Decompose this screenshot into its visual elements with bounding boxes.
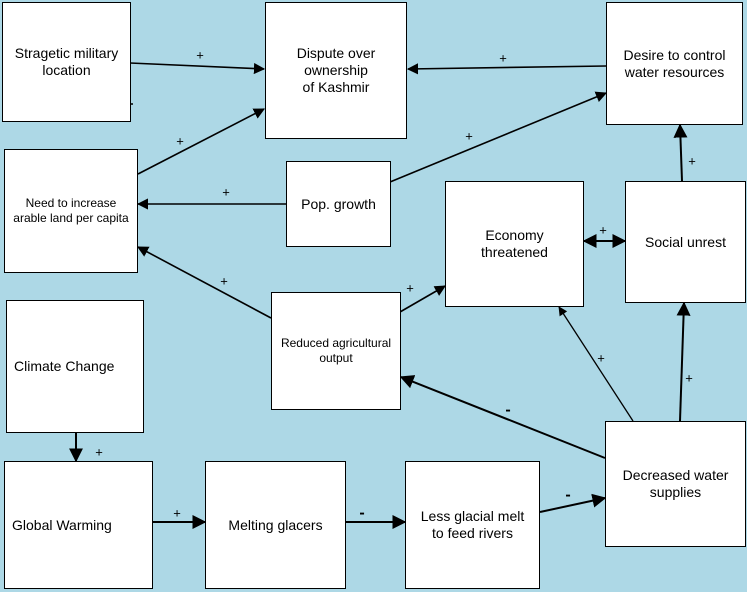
node-social-unrest: Social unrest bbox=[625, 181, 746, 303]
arrow-need-to-dispute bbox=[137, 108, 265, 175]
sign-global-melting: + bbox=[173, 505, 181, 521]
node-global-warming: Global Warming bbox=[4, 461, 153, 589]
sign-pop-desire: + bbox=[465, 128, 473, 144]
node-less-glacial-melt: Less glacial melt to feed rivers bbox=[405, 461, 540, 589]
sign-climate-global: + bbox=[95, 444, 103, 460]
node-dispute-over-kashmir: Dispute over ownership of Kashmir bbox=[265, 2, 407, 139]
node-decreased-water-supplies: Decreased water supplies bbox=[605, 421, 746, 547]
node-desire-to-control-water: Desire to control water resources bbox=[606, 2, 743, 125]
node-strategic-military-location: Stragetic military location bbox=[2, 2, 131, 122]
sign-economy-unrest: + bbox=[599, 222, 607, 238]
arrow-decreased-to-economy bbox=[558, 306, 634, 422]
sign-reduced-need: + bbox=[220, 273, 228, 289]
arrow-pop-to-desire bbox=[389, 91, 608, 183]
arrow-unrest-to-desire bbox=[673, 123, 688, 182]
arrow-decreased-to-reduced bbox=[399, 375, 606, 459]
sign-reduced-economy: + bbox=[406, 280, 414, 296]
sign-need-dispute: + bbox=[176, 133, 184, 149]
sign-unrest-desire: + bbox=[688, 153, 696, 169]
arrow-reduced-to-need bbox=[137, 246, 272, 319]
arrow-strategic-to-dispute bbox=[129, 62, 266, 75]
sign-decreased-unrest: + bbox=[685, 370, 693, 386]
node-climate-change: Climate Change bbox=[6, 300, 144, 433]
sign-decreased-economy: + bbox=[597, 350, 605, 366]
sign-less-decreased: - bbox=[565, 486, 571, 504]
sign-strategic-dispute: + bbox=[196, 47, 204, 63]
arrow-desire-to-dispute bbox=[406, 63, 607, 75]
node-economy-threatened: Economy threatened bbox=[445, 181, 584, 307]
sign-melting-less: - bbox=[359, 504, 365, 522]
node-need-to-increase-arable-land: Need to increase arable land per capita bbox=[4, 149, 138, 273]
sign-pop-need: + bbox=[222, 184, 230, 200]
sign-desire-dispute: + bbox=[499, 50, 507, 66]
node-melting-glaciers: Melting glacers bbox=[205, 461, 346, 589]
arrow-decreased-to-unrest bbox=[676, 301, 691, 422]
sign-decreased-reduced: - bbox=[505, 401, 511, 419]
arrow-reduced-to-economy bbox=[399, 285, 446, 313]
node-reduced-agricultural-output: Reduced agricultural output bbox=[271, 292, 401, 410]
arrow-less-to-decreased bbox=[539, 493, 607, 513]
node-pop-growth: Pop. growth bbox=[286, 161, 391, 247]
